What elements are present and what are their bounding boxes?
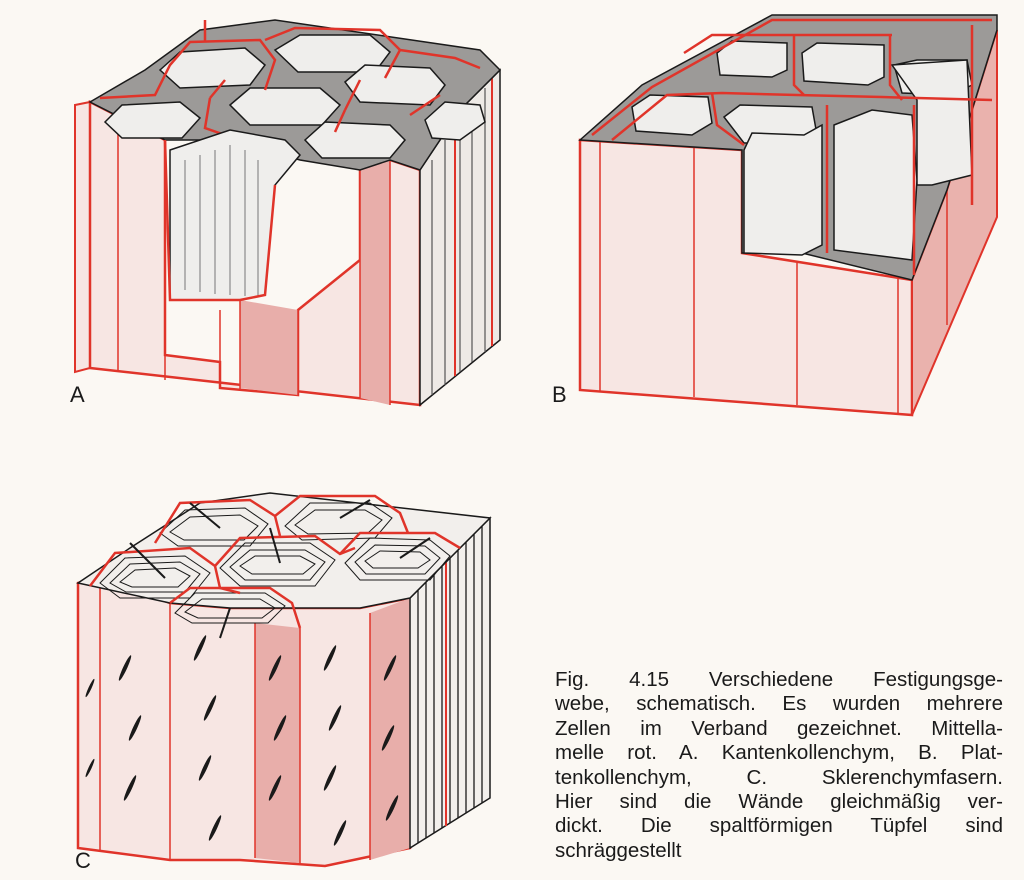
front-shadow-face [255, 623, 300, 863]
opened-cell [743, 123, 823, 256]
caption-line: tenkollenchym, C. Sklerenchymfasern. [555, 765, 1003, 789]
pit-canals [129, 499, 431, 639]
figure-a-kantenkollenchym [74, 19, 502, 407]
caption-line: schräggestellt [555, 838, 682, 862]
front-cell-lines [599, 141, 948, 413]
side-face-left [74, 100, 91, 374]
front-shadow-face [360, 160, 390, 405]
caption-line: melle rot. A. Kantenkollenchym, B. Plat- [555, 741, 1003, 765]
lumen-texture [184, 145, 259, 296]
figure-c-sklerenchymfasern [76, 492, 492, 868]
caption-line: Hier sind die Wände gleichmäßig ver- [555, 790, 1003, 814]
caption-line: Fig. 4.15 Verschiedene Festigungsge- [555, 668, 1003, 691]
panel-label-b: B [552, 382, 567, 407]
opened-cell [890, 59, 973, 186]
opened-cell-lamella [163, 139, 277, 302]
front-shadow-face [240, 300, 298, 395]
concentric-wall-layers [99, 502, 451, 624]
right-striation-lines [417, 526, 483, 843]
caption-line: Zellen im Verband gezeichnet. Mittella- [555, 716, 1003, 740]
middle-lamella-network [89, 494, 461, 629]
hexagonal-lumina [103, 34, 486, 159]
slit-pits [85, 635, 399, 846]
right-strip-lines [431, 88, 486, 395]
front-face [76, 576, 412, 868]
opened-cell [169, 129, 302, 301]
front-shadow-face [370, 598, 410, 860]
figure-b-plattenkollenchym [578, 14, 998, 417]
caption-line: dickt. Die spaltförmigen Tüpfel sind [555, 814, 1003, 838]
panel-label-c: C [75, 848, 91, 873]
middle-lamella-network [591, 18, 993, 275]
opened-cell [833, 109, 918, 261]
middle-lamella-network [99, 20, 481, 137]
vertical-cell-lines [99, 580, 371, 863]
caption-line: webe, schematisch. Es wurden mehrere [555, 692, 1003, 716]
panel-label-a: A [70, 382, 85, 407]
figure-caption: Fig. 4.15 Verschiedene Festigungsge- web… [555, 668, 1003, 863]
